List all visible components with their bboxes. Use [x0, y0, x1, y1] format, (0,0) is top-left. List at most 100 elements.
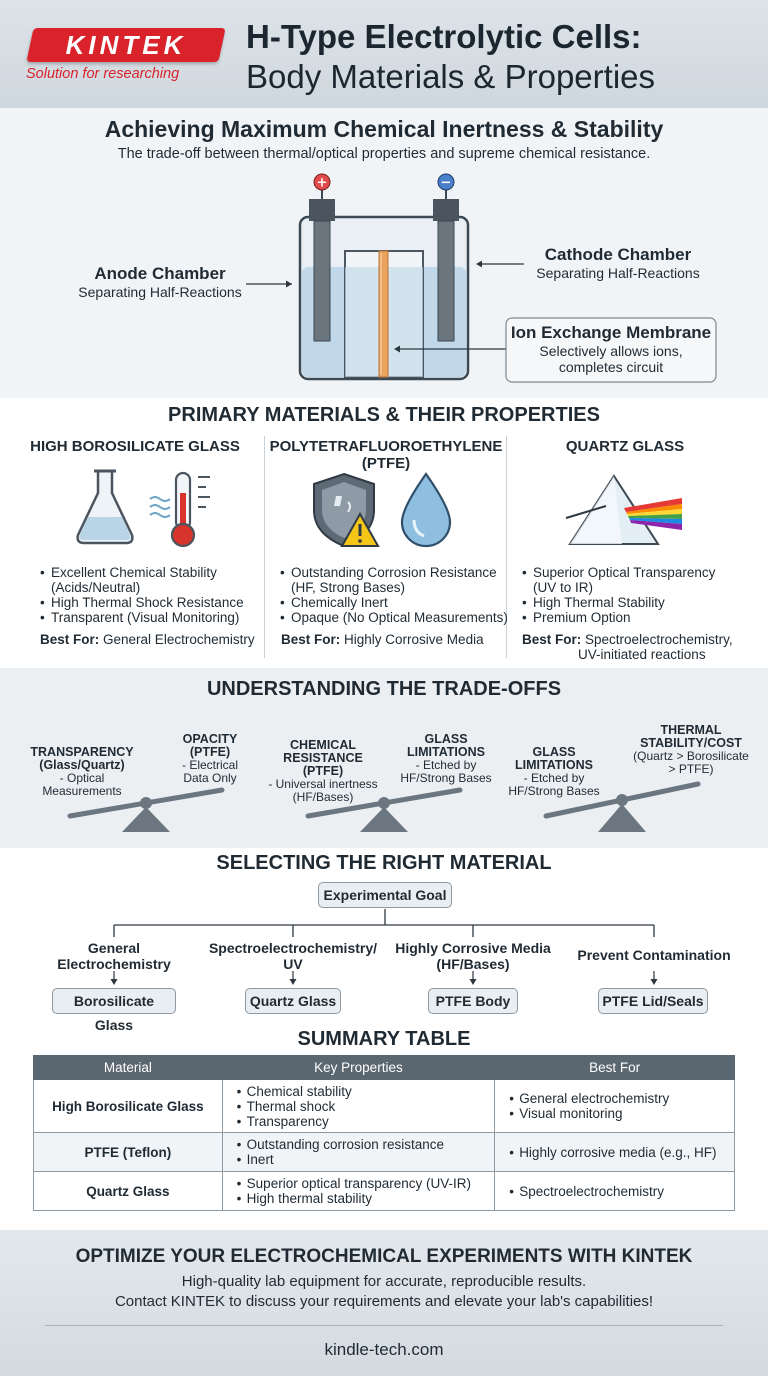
table-cell-props: Outstanding corrosion resistance Inert [221, 1132, 496, 1172]
cathode-desc: Separating Half-Reactions [536, 265, 700, 281]
bullet: Outstanding Corrosion Resistance [280, 565, 510, 580]
tradeoff-desc: Measurements [42, 783, 122, 798]
positive-terminal-icon [313, 173, 331, 191]
footer-divider [45, 1325, 723, 1326]
column-divider [506, 436, 507, 658]
table-header: Key Properties [221, 1055, 496, 1080]
tradeoff-desc: HF/Strong Bases [508, 783, 600, 798]
tradeoff-glass-limitations: GLASS LIMITATIONS - Etched by HF/Strong … [396, 733, 496, 784]
light-beam [565, 505, 607, 519]
chemical-drip [347, 501, 351, 513]
negative-terminal-icon [437, 173, 455, 191]
ptfe-heading-line1: POLYTETRAFLUOROETHYLENE [269, 438, 503, 455]
tradeoff-desc: - Etched by [523, 771, 585, 785]
tradeoff-transparency: TRANSPARENCY (Glass/Quartz) - Optical Me… [24, 746, 140, 797]
balance-scales [67, 781, 701, 832]
tradeoff-desc: > PTFE) [668, 761, 714, 776]
tradeoff-title: GLASS [532, 745, 576, 759]
prop-item: Chemical stability [237, 1084, 495, 1099]
anode-label: Anode Chamber Separating Half-Reactions [60, 264, 260, 300]
negative-terminal-label: − [441, 176, 452, 191]
goal-line: Spectroelectrochemistry/ [208, 940, 378, 956]
bullet-continuation: (Acids/Neutral) [40, 580, 270, 595]
borosilicate-icons [76, 469, 210, 548]
scale-fulcrum [598, 804, 646, 832]
scale-pivot [140, 797, 152, 809]
result-borosilicate: Borosilicate Glass [52, 988, 176, 1033]
bullet-text: (HF, Strong Bases) [291, 580, 406, 595]
spectrum-band [630, 520, 682, 530]
tradeoffs-heading: UNDERSTANDING THE TRADE-OFFS [206, 678, 562, 700]
quartz-bullets: Superior Optical Transparency (UV to IR)… [522, 565, 752, 625]
column-divider [264, 436, 265, 658]
goal-spectro: Spectroelectrochemistry/ UV [203, 940, 383, 972]
quartz-heading: QUARTZ GLASS [565, 438, 685, 455]
prop-item: Superior optical transparency (UV-IR) [237, 1176, 495, 1191]
goal-line: General [87, 940, 141, 956]
table-header: Best For [494, 1055, 735, 1080]
prop-item: High thermal stability [237, 1191, 495, 1206]
bullet-text: (Acids/Neutral) [51, 580, 141, 595]
goal-corrosive: Highly Corrosive Media (HF/Bases) [393, 940, 553, 972]
warning-dot [358, 539, 362, 543]
selection-heading: SELECTING THE RIGHT MATERIAL [216, 852, 552, 874]
bullet: High Thermal Stability [522, 595, 752, 610]
thermometer-bulb [170, 522, 196, 548]
footer-url-link[interactable]: kindle-tech.com [324, 1340, 444, 1359]
table-cell-material: Quartz Glass [33, 1171, 223, 1211]
tradeoff-glass-limitations: GLASS LIMITATIONS - Etched by HF/Strong … [504, 746, 604, 797]
h-cell-illustration: + − [246, 173, 717, 383]
ptfe-bullets: Outstanding Corrosion Resistance (HF, St… [280, 565, 510, 625]
down-arrow-icon [469, 979, 477, 985]
tradeoff-title: (Glass/Quartz) [39, 758, 125, 772]
anode-title: Anode Chamber [94, 264, 226, 283]
prop-item: Thermal shock [237, 1099, 495, 1114]
tradeoff-desc: HF/Strong Bases [400, 770, 492, 785]
quartz-icons [565, 474, 682, 545]
thermometer-mercury [180, 493, 186, 533]
tradeoff-desc: (HF/Bases) [292, 789, 354, 804]
tradeoff-desc: - Etched by [415, 758, 477, 772]
cell-diagram-heading: Achieving Maximum Chemical Inertness & S… [104, 116, 664, 142]
table-row: High Borosilicate Glass Chemical stabili… [33, 1079, 735, 1133]
best-for-value: Highly Corrosive Media [344, 632, 484, 647]
membrane-desc1: Selectively allows ions, [539, 343, 683, 359]
bullet: Superior Optical Transparency [522, 565, 752, 580]
bullet-continuation: (UV to IR) [522, 580, 752, 595]
result-ptfe-lid: PTFE Lid/Seals [598, 988, 708, 1014]
down-arrow-icon [650, 979, 658, 985]
cathode-electrode [437, 220, 455, 342]
spectrum-band [626, 504, 682, 514]
scale-fulcrum [360, 807, 408, 832]
goal-line: (HF/Bases) [436, 956, 510, 972]
tradeoff-thermal-stability: THERMAL STABILITY/COST (Quartz > Borosil… [618, 724, 764, 775]
best-for-value: Spectroelectrochemistry, [585, 632, 733, 647]
warning-mark [358, 524, 362, 536]
tradeoff-desc: - Optical [59, 771, 105, 785]
ptfe-icons [313, 472, 452, 548]
tradeoff-title: (PTFE) [189, 745, 231, 759]
tradeoff-title: OPACITY [182, 732, 238, 746]
summary-table: Material Key Properties Best For High Bo… [33, 1055, 735, 1211]
bullet-text: (UV to IR) [533, 580, 594, 595]
borosilicate-heading: HIGH BOROSILICATE GLASS [30, 438, 240, 455]
borosilicate-bullets: Excellent Chemical Stability (Acids/Neut… [40, 565, 270, 625]
ptfe-heading: POLYTETRAFLUOROETHYLENE (PTFE) [268, 438, 504, 472]
droplet-highlight [412, 519, 425, 538]
tradeoff-title: RESISTANCE [283, 751, 363, 765]
table-cell-props: Superior optical transparency (UV-IR) Hi… [221, 1171, 496, 1211]
goal-line: Electrochemistry [57, 956, 171, 972]
logo-tagline: Solution for researching [26, 66, 180, 82]
anode-cap [309, 199, 335, 221]
cathode-title: Cathode Chamber [544, 245, 692, 264]
selection-tree-lines [110, 909, 658, 985]
tradeoff-title: CHEMICAL [290, 738, 356, 752]
table-cell-best: Spectroelectrochemistry [494, 1171, 735, 1211]
result-ptfe-body: PTFE Body [428, 988, 518, 1014]
membrane-callout-box [505, 317, 717, 383]
quartz-best-for: Best For: Spectroelectrochemistry, UV-in… [522, 632, 762, 662]
goal-line: UV [283, 956, 303, 972]
logo-text: KINTEK [65, 30, 187, 60]
tradeoff-title: STABILITY/COST [640, 736, 742, 750]
membrane-title: Ion Exchange Membrane [510, 323, 712, 342]
